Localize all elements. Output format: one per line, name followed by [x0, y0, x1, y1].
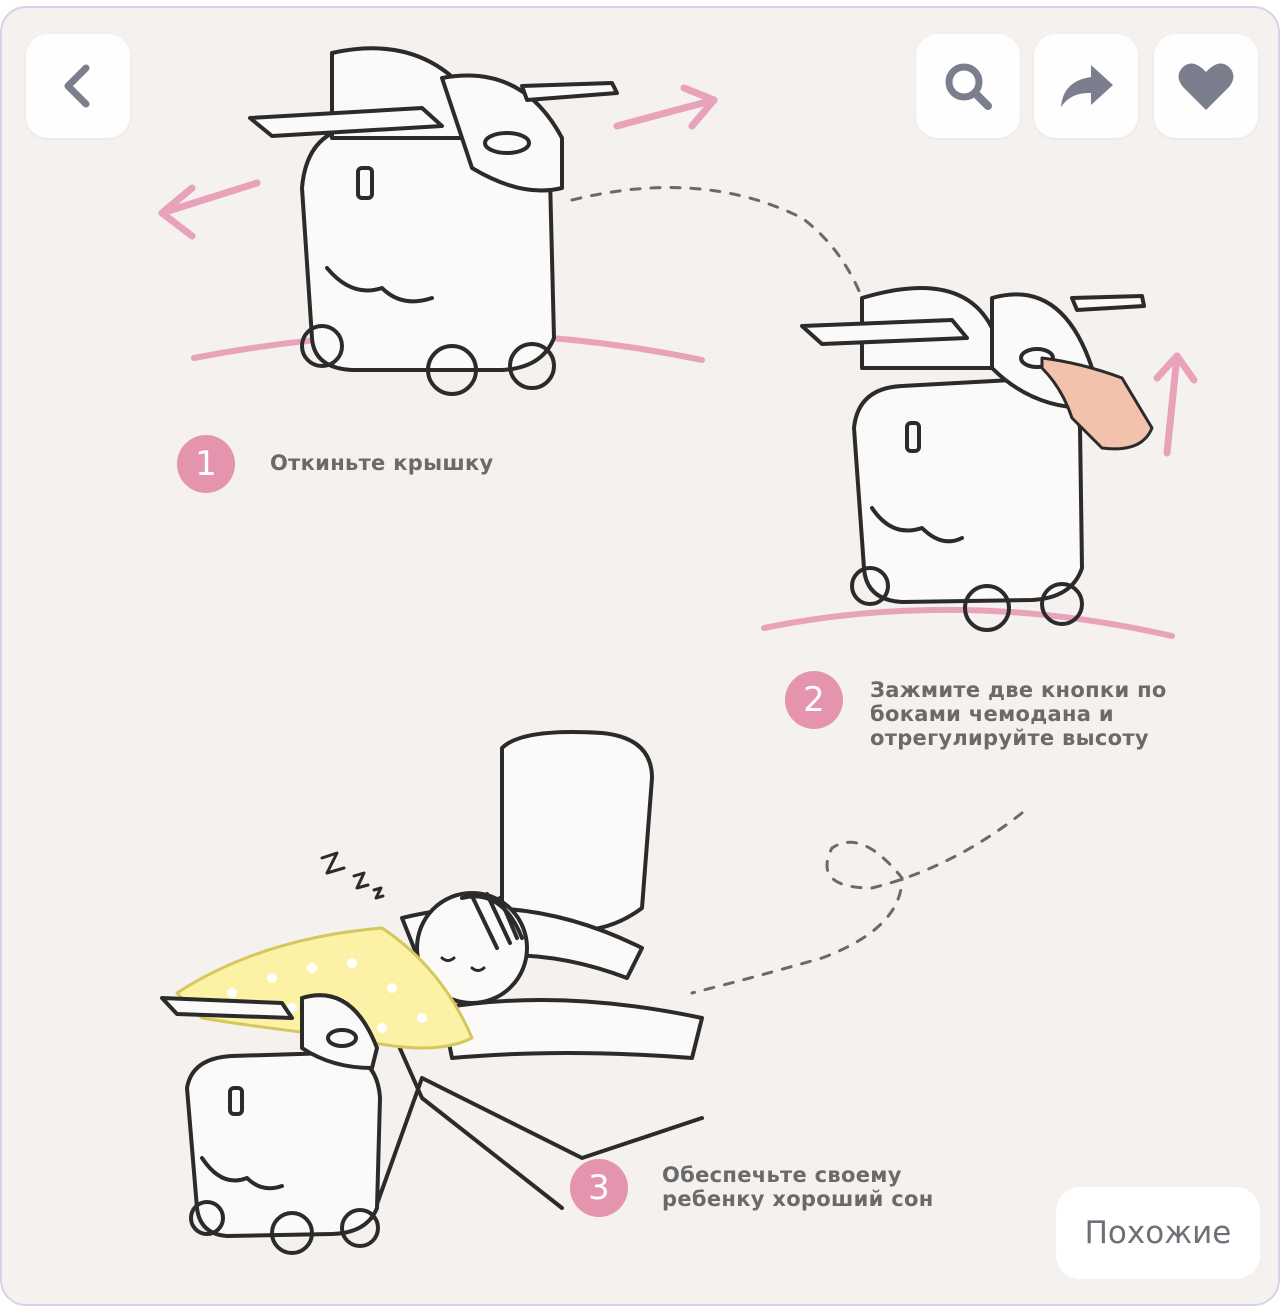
similar-button[interactable]: Похожие [1056, 1187, 1260, 1279]
share-button[interactable] [1034, 34, 1138, 138]
search-button[interactable] [916, 34, 1020, 138]
instruction-illustration [158, 46, 1198, 1255]
image-viewer: 1 Откиньте крышку 2 Зажмите две кнопки п… [0, 6, 1280, 1306]
step-1-number: 1 [177, 435, 235, 493]
like-button[interactable] [1154, 34, 1258, 138]
step-3-text: Обеспечьте своему ребенку хороший сон [662, 1163, 934, 1211]
share-arrow-icon [1061, 65, 1113, 107]
heart-icon [1178, 63, 1234, 110]
step-3-number: 3 [570, 1159, 628, 1217]
step-2-number: 2 [785, 671, 843, 729]
chevron-left-icon [64, 64, 90, 108]
step-2-text: Зажмите две кнопки по боками чемодана и … [870, 678, 1167, 750]
step-1-text: Откиньте крышку [270, 451, 494, 475]
search-icon [945, 63, 992, 110]
back-button[interactable] [26, 34, 130, 138]
